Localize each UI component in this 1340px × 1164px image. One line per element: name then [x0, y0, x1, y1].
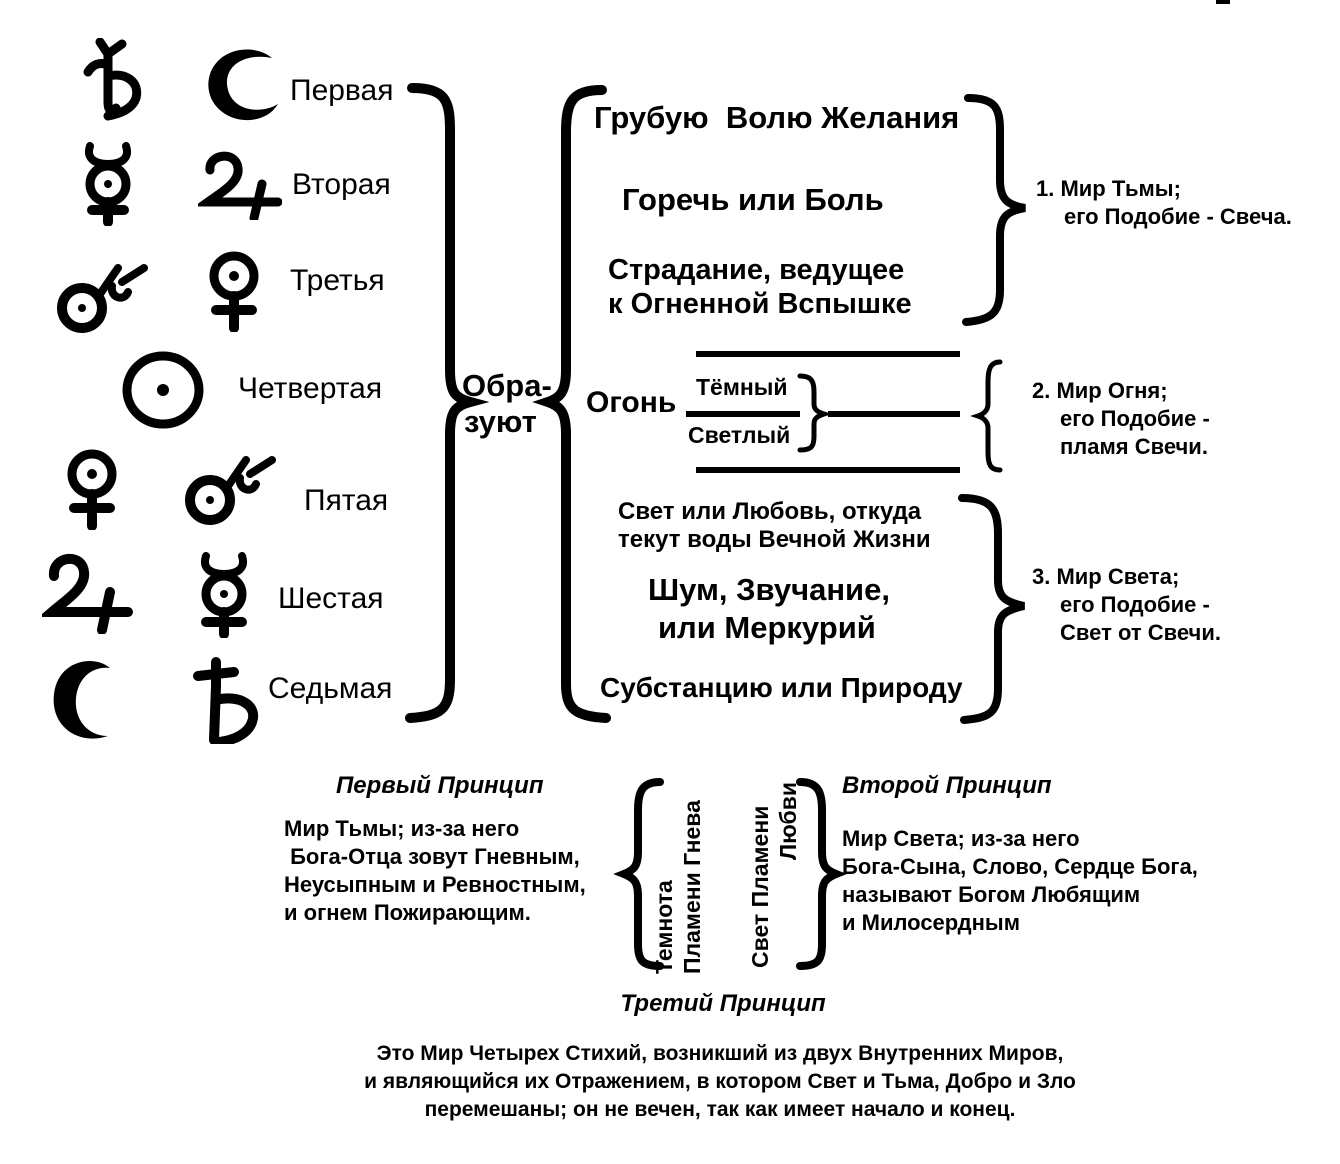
third-principle-title: Третий Принцип [620, 990, 826, 1017]
light-flame-line-1: Свет Пламени [747, 805, 773, 968]
first-principle-line-3: Неусыпным и Ревностным, [284, 872, 586, 897]
properties-brace [532, 85, 611, 723]
world-3-line-2: его Подобие - [1060, 592, 1210, 617]
mercury-horned-icon [201, 552, 247, 638]
form-verb-line-1: Обра- [462, 368, 552, 403]
form-label-6: Шестая [278, 582, 384, 615]
form-verb-line-2: зуют [464, 404, 537, 439]
property-3-line-1: Страдание, ведущее [608, 254, 905, 286]
second-principle-title: Второй Принцип [842, 772, 1052, 799]
venus-icon [67, 449, 117, 530]
light-flame-label: Свет Пламени Любви [746, 772, 802, 968]
world-1-line-1: 1. Мир Тьмы; [1036, 176, 1181, 201]
venus-icon [209, 251, 259, 332]
property-3-line-2: к Огненной Вспышке [608, 288, 912, 320]
mars-icon [57, 264, 148, 333]
scan-mark [1216, 0, 1230, 4]
world-2-line-1: 2. Мир Огня; [1032, 378, 1168, 403]
form-label-2: Вторая [292, 168, 391, 201]
form-label-5: Пятая [304, 484, 389, 517]
saturn-icon [83, 38, 142, 121]
light-flame-line-2: Любви [775, 782, 801, 860]
world-2-line-3: пламя Свечи. [1060, 434, 1208, 459]
third-principle-line-1: Это Мир Четырех Стихий, возникший из дву… [376, 1042, 1064, 1065]
property-5-line-2: текут воды Вечной Жизни [618, 526, 931, 553]
world-1-brace [962, 94, 1026, 326]
moon-icon [208, 49, 278, 121]
forms-brace [405, 83, 490, 723]
second-principle-line-2: Бога-Сына, Слово, Сердце Бога, [842, 854, 1198, 879]
second-principle-line-4: и Милосердным [842, 910, 1020, 935]
fire-dark: Тёмный [696, 374, 788, 400]
form-label-3: Третья [290, 264, 385, 297]
first-principle-line-4: и огнем Пожирающим. [284, 900, 531, 925]
moon-icon [53, 660, 110, 739]
dark-flame-brace [613, 778, 664, 970]
third-principle-line-3: перемешаны; он не вечен, так как имеет н… [424, 1098, 1016, 1121]
mercury-horned-icon [85, 142, 131, 226]
world-3-line-1: 3. Мир Света; [1032, 564, 1180, 589]
dark-flame-label: Темнота Пламени Гнева [650, 778, 706, 974]
second-principle-line-3: называют Богом Любящим [842, 882, 1141, 907]
world-3-line-3: Свет от Свечи. [1060, 620, 1221, 645]
form-label-7: Седьмая [268, 672, 393, 705]
fire-light: Светлый [688, 422, 791, 448]
property-4-fire: Огонь [586, 386, 677, 419]
property-2: Горечь или Боль [622, 182, 884, 217]
first-principle-line-2: Бога-Отца зовут Гневным, [284, 844, 580, 869]
dark-flame-line-2: Пламени Гнева [679, 800, 705, 974]
sun-icon [122, 351, 204, 429]
property-6-line-1: Шум, Звучание, [648, 572, 890, 607]
world-2-line-2: его Подобие - [1060, 406, 1210, 431]
first-principle-title: Первый Принцип [336, 772, 544, 799]
jupiter-icon [42, 553, 133, 634]
property-7: Субстанцию или Природу [600, 672, 963, 703]
mars-icon [185, 456, 276, 525]
property-1: Грубую Волю Желания [594, 100, 960, 135]
light-flame-brace [796, 778, 847, 970]
form-label-1: Первая [290, 74, 394, 107]
property-6-line-2: или Меркурий [658, 610, 876, 645]
third-principle-line-2: и являющийся их Отражением, в котором Св… [364, 1070, 1076, 1093]
saturn-icon [193, 657, 259, 744]
world-2-brace [970, 359, 1003, 473]
form-label-4: Четвертая [238, 372, 383, 405]
dark-flame-line-1: Темнота [651, 880, 677, 974]
world-3-brace [958, 494, 1025, 724]
property-5-line-1: Свет или Любовь, откуда [618, 498, 922, 525]
second-principle-line-1: Мир Света; из-за него [842, 826, 1080, 851]
jupiter-icon [198, 151, 282, 220]
first-principle-line-1: Мир Тьмы; из-за него [284, 816, 520, 841]
fire-kind-brace [797, 373, 832, 453]
world-1-line-2: его Подобие - Свеча. [1064, 204, 1292, 229]
